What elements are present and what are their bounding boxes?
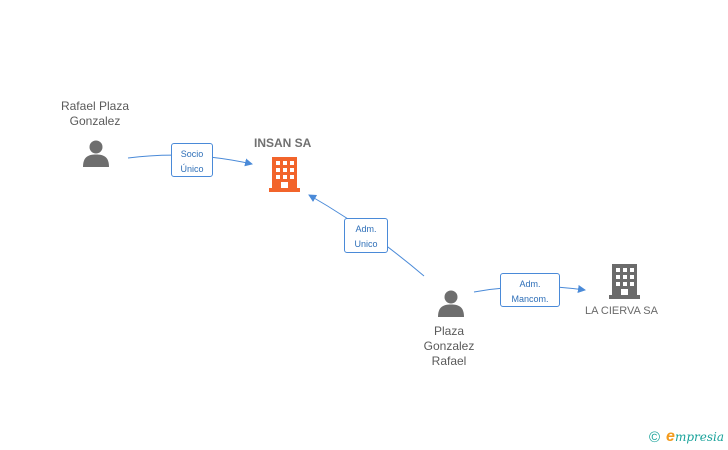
edge-label-line1: Adm. (519, 279, 541, 289)
person-name-line1: Rafael Plaza (60, 99, 130, 113)
building-icon-la-cierva[interactable] (609, 264, 640, 299)
company-name-insan-sa[interactable]: INSAN SA (254, 136, 312, 150)
edge-label-line2: Unico (354, 239, 378, 249)
brand-logo-text: mpresia (674, 430, 724, 444)
edge-label-line2: Único (180, 164, 204, 174)
person-name-rafael-plaza-gonzalez[interactable]: Rafael Plaza Gonzalez (50, 99, 140, 129)
edge-label-line1: Adm. (355, 224, 377, 234)
edge-label-line1: Socio (180, 149, 204, 159)
copyright-icon: © (648, 428, 661, 446)
person-name-line2: Gonzalez (423, 339, 475, 353)
brand-logo-e: e (666, 428, 675, 445)
edge-label-line2: Mancom. (511, 294, 549, 304)
edge-label-adm-unico[interactable]: Adm. Unico (344, 218, 388, 253)
person-name-line2: Gonzalez (69, 114, 121, 128)
company-name-la-cierva-sa[interactable]: LA CIERVA SA (585, 305, 658, 317)
person-icon[interactable] (82, 139, 110, 167)
edge-label-adm-mancom[interactable]: Adm. Mancom. (500, 273, 560, 307)
building-icon-insan[interactable] (269, 157, 300, 192)
person-name-plaza-gonzalez-rafael[interactable]: Plaza Gonzalez Rafael (409, 324, 489, 369)
person-icon[interactable] (437, 289, 465, 317)
person-name-line1: Plaza (433, 324, 465, 338)
edge-label-socio-unico[interactable]: Socio Único (171, 143, 213, 177)
person-name-line3: Rafael (431, 354, 467, 368)
empresia-watermark: © e mpresia (649, 428, 724, 446)
